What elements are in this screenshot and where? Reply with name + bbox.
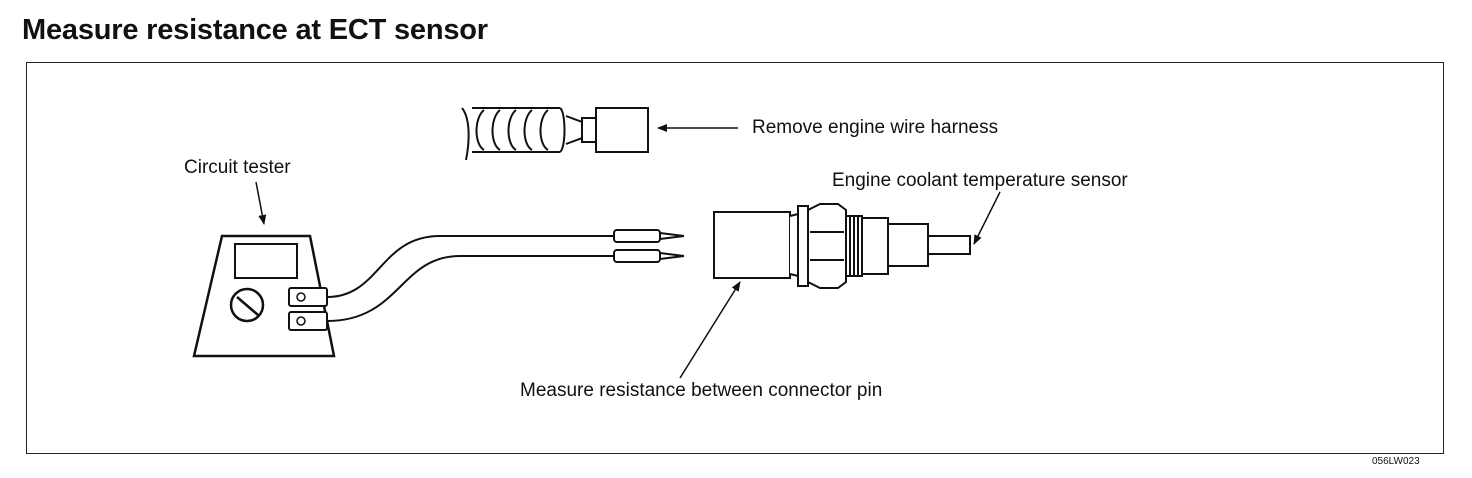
harness-label: Remove engine wire harness — [752, 117, 999, 138]
figure-code: 056LW023 — [1372, 456, 1420, 467]
circuit-tester — [192, 234, 336, 358]
tester-label: Circuit tester — [184, 157, 291, 178]
measure-label: Measure resistance between connector pin — [520, 380, 883, 401]
test-leads — [326, 229, 685, 322]
figure-frame — [26, 62, 1444, 454]
sensor-arrow — [973, 191, 1001, 245]
ect-sensor — [713, 203, 971, 289]
wire-harness-connector — [461, 107, 649, 161]
tester-arrow — [255, 181, 267, 225]
measure-arrow — [679, 281, 741, 379]
sensor-label: Engine coolant temperature sensor — [832, 170, 1128, 191]
figure-title: Measure resistance at ECT sensor — [22, 14, 488, 46]
